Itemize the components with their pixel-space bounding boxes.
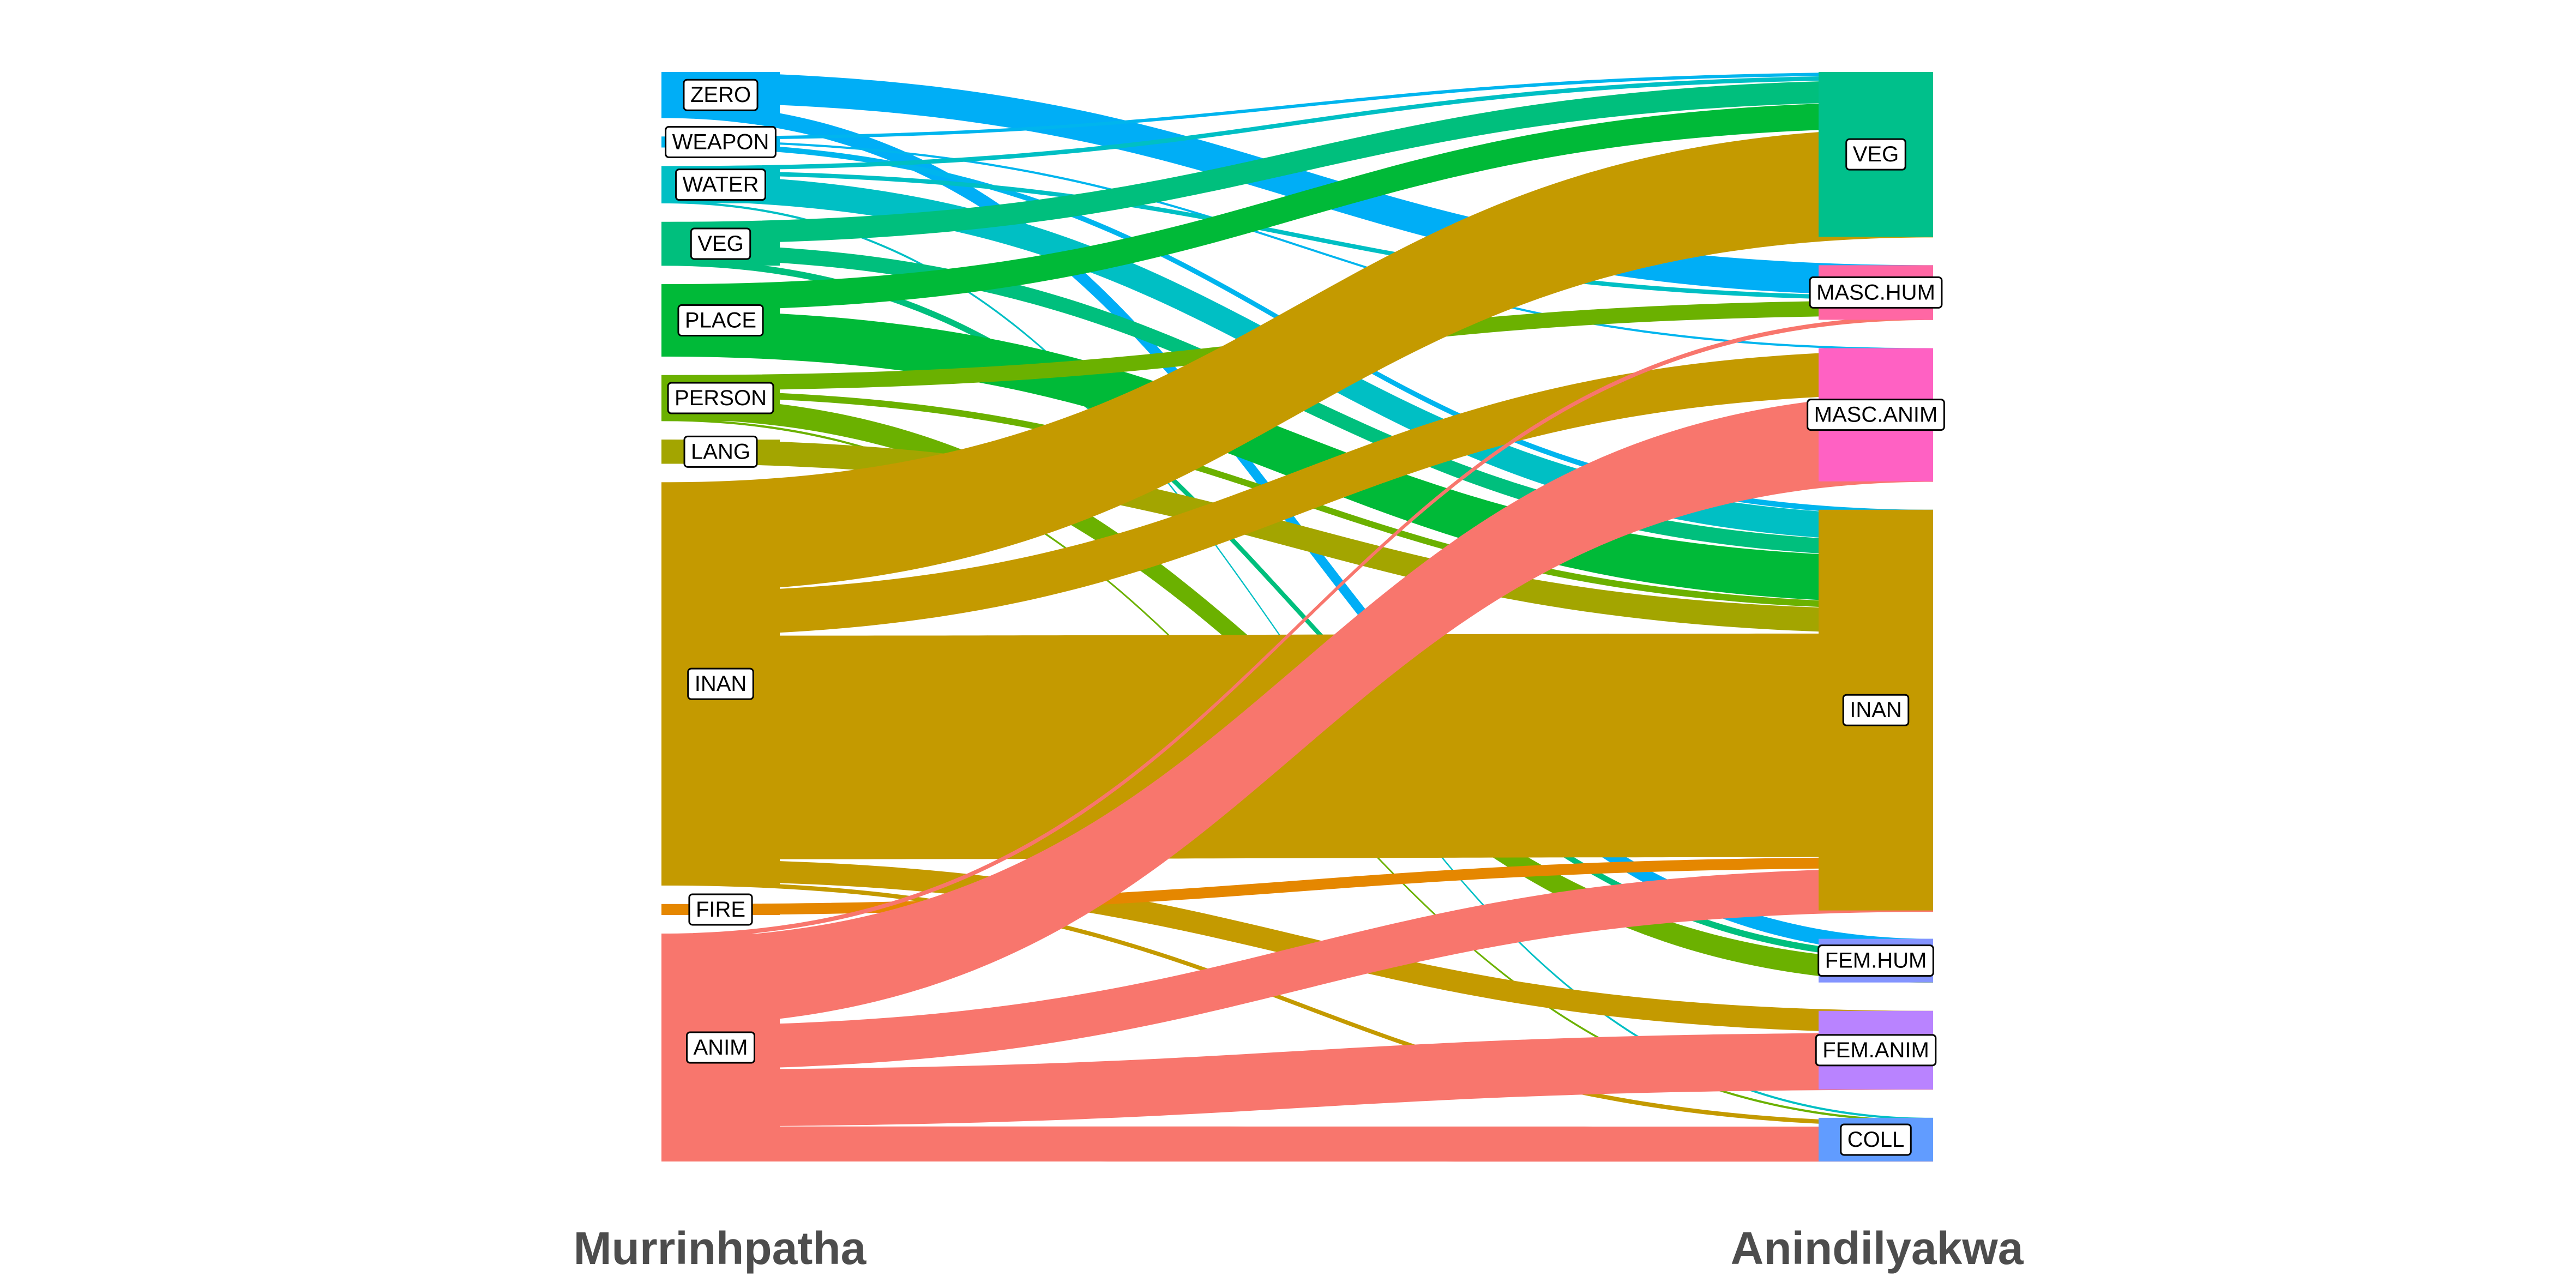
right-node-label-inan: INAN xyxy=(1850,698,1902,722)
right-node-label-veg: VEG xyxy=(1853,142,1899,166)
right-node-label-box-masc-hum xyxy=(1809,276,1943,309)
left-node-label-place: PLACE xyxy=(685,309,756,333)
labels-layer: ZERO WEAPON WATER VEG PLACE PERSON LANG INAN FIR… xyxy=(665,79,1945,1156)
flow-anim-to-masc-hum xyxy=(661,315,1933,938)
right-node-label-box-inan xyxy=(1842,694,1910,726)
flow-inan-to-coll xyxy=(661,881,1933,1127)
right-node-label-masc-anim: MASC.ANIM xyxy=(1814,403,1938,427)
right-axis-title: Anindilyakwa xyxy=(1731,1223,2024,1274)
flows-layer xyxy=(661,72,1933,1162)
flow-inan-to-veg xyxy=(661,128,1933,592)
right-node-label-box-veg xyxy=(1845,138,1906,171)
left-node-label-inan: INAN xyxy=(695,672,747,696)
left-node-label-box-veg xyxy=(690,227,751,260)
flow-weapon-to-masc-anim xyxy=(661,140,1933,351)
flow-water-to-masc-hum xyxy=(661,170,1933,300)
left-node-label-box-water xyxy=(675,168,766,201)
flow-anim-to-fem-anim xyxy=(661,1032,1933,1127)
left-node-label-box-inan xyxy=(687,667,754,700)
flow-place-to-inan xyxy=(661,310,1933,603)
left-axis-title: Murrinhpatha xyxy=(574,1223,867,1274)
left-node-label-box-fire xyxy=(688,893,753,926)
flow-anim-to-coll xyxy=(661,1126,1933,1162)
left-node-label-box-anim xyxy=(686,1031,755,1064)
left-node-label-weapon: WEAPON xyxy=(672,130,769,154)
left-node-label-anim: ANIM xyxy=(694,1036,748,1060)
right-node-label-box-coll xyxy=(1840,1123,1912,1156)
right-node-label-box-fem-anim xyxy=(1815,1034,1937,1067)
flow-zero-to-masc-hum xyxy=(661,72,1933,296)
flow-inan-to-fem-anim xyxy=(661,859,1933,1033)
flow-veg-to-fem-hum xyxy=(661,259,1933,961)
flow-veg-to-veg xyxy=(661,80,1933,244)
left-node-label-box-place xyxy=(677,304,764,337)
right-node-label-fem-hum: FEM.HUM xyxy=(1825,949,1927,973)
left-node-label-box-zero xyxy=(683,79,759,111)
left-node-label-box-weapon xyxy=(665,125,777,158)
right-node-label-fem-anim: FEM.ANIM xyxy=(1822,1038,1929,1062)
flow-place-to-veg xyxy=(661,101,1933,311)
flow-water-to-veg xyxy=(661,75,1933,171)
flow-inan-to-masc-anim xyxy=(661,350,1933,636)
left-node-label-box-lang xyxy=(683,435,758,468)
flow-weapon-to-veg xyxy=(661,72,1933,140)
left-node-label-water: WATER xyxy=(683,173,759,197)
right-node-label-box-masc-anim xyxy=(1807,399,1945,431)
left-node-label-person: PERSON xyxy=(675,386,767,410)
left-node-label-lang: LANG xyxy=(691,440,750,464)
right-node-label-masc-hum: MASC.HUM xyxy=(1816,280,1935,304)
right-node-label-coll: COLL xyxy=(1847,1128,1905,1152)
left-node-label-box-person xyxy=(667,382,774,414)
right-node-label-box-fem-hum xyxy=(1817,944,1934,977)
flow-anim-to-masc-anim xyxy=(661,394,1933,1026)
flow-lang-to-inan xyxy=(661,440,1933,634)
left-node-label-veg: VEG xyxy=(697,232,743,256)
flow-anim-to-inan xyxy=(661,868,1933,1070)
left-node-label-fire: FIRE xyxy=(696,898,745,922)
left-node-label-zero: ZERO xyxy=(690,83,751,107)
